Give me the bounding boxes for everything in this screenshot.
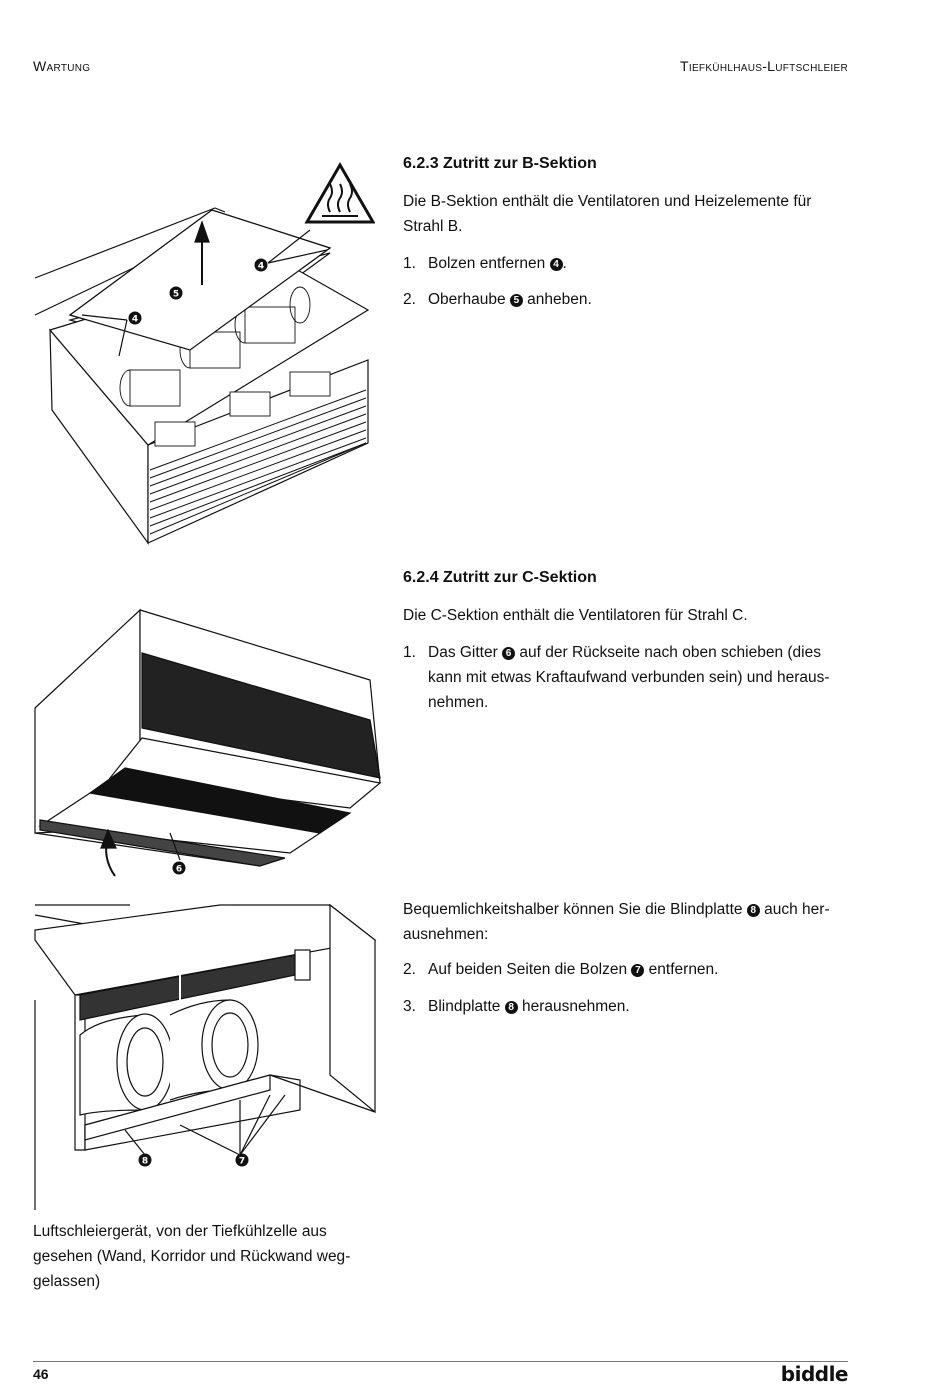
marker-6: 6 (176, 865, 182, 875)
marker-8: 8 (142, 1157, 148, 1167)
hot-surface-warning-icon (304, 162, 375, 224)
marker-7-ref: 7 (631, 964, 645, 977)
figure-c-section-grille: 6 (34, 608, 382, 877)
section-c-intro: Die C-Sektion enthält die Ventilatoren f… (403, 607, 748, 624)
marker-7: 7 (239, 1157, 245, 1167)
section-b-intro: Die B-Sektion enthält die Ventilatoren u… (403, 193, 812, 235)
step-number: 2. (403, 291, 416, 308)
footer-rule (33, 1361, 848, 1362)
marker-5: 5 (173, 290, 179, 300)
step-text-end: auf der Rückseite nach oben schieben (di… (428, 644, 830, 711)
section-c-step-1: 1. Das Gitter 6 auf der Rückseite nach o… (403, 640, 848, 715)
step-text: Oberhaube (428, 291, 510, 308)
step-text: Blindplatte (428, 998, 505, 1015)
note-text: Bequemlichkeitshalber können Sie die Bli… (403, 901, 747, 918)
section-b-step-2: 2. Oberhaube 5 anheben. (403, 287, 848, 312)
step-text-end: . (562, 255, 567, 272)
step-text-end: anheben. (522, 291, 592, 308)
running-header-left: Wartung (33, 58, 91, 74)
step-text: Das Gitter (428, 644, 503, 661)
marker-8-ref: 8 (504, 1001, 518, 1014)
step-number: 3. (403, 998, 416, 1015)
section-b-title: 6.2.3 Zutritt zur B-Sektion (403, 155, 597, 172)
figure-b-section: 4 5 4 (34, 162, 375, 545)
marker-8-ref: 8 (746, 904, 760, 917)
marker-4-ref: 4 (549, 258, 563, 271)
section-c-step-2: 2. Auf beiden Seiten die Bolzen 7 entfer… (403, 957, 848, 982)
note-text-end: auch her­ausnehmen: (403, 901, 830, 943)
section-c-step-3: 3. Blindplatte 8 herausnehmen. (403, 994, 848, 1019)
section-c-title: 6.2.4 Zutritt zur C-Sektion (403, 569, 597, 586)
figure-blind-plate: 8 7 (34, 903, 377, 1210)
step-text: Bolzen entfernen (428, 255, 550, 272)
step-text-end: entfernen. (644, 961, 719, 978)
step-number: 2. (403, 961, 416, 978)
marker-5-ref: 5 (509, 294, 523, 307)
step-number: 1. (403, 644, 416, 661)
figure-caption: Luftschleiergerät, von der Tiefkühlzelle… (33, 1223, 351, 1290)
page-number: 46 (33, 1366, 49, 1382)
step-text: Auf beiden Seiten die Bolzen (428, 961, 632, 978)
marker-6-ref: 6 (502, 647, 516, 660)
section-b-step-1: 1. Bolzen entfernen 4. (403, 251, 848, 276)
running-header-right: Tiefkühlhaus-Luftschleier (680, 58, 848, 74)
biddle-logo: biddle (780, 1362, 849, 1386)
blind-plate-note: Bequemlichkeitshalber können Sie die Bli… (403, 897, 848, 947)
marker-4-top: 4 (258, 262, 264, 272)
step-number: 1. (403, 255, 416, 272)
marker-4-left: 4 (132, 315, 138, 325)
step-text-end: herausnehmen. (517, 998, 630, 1015)
